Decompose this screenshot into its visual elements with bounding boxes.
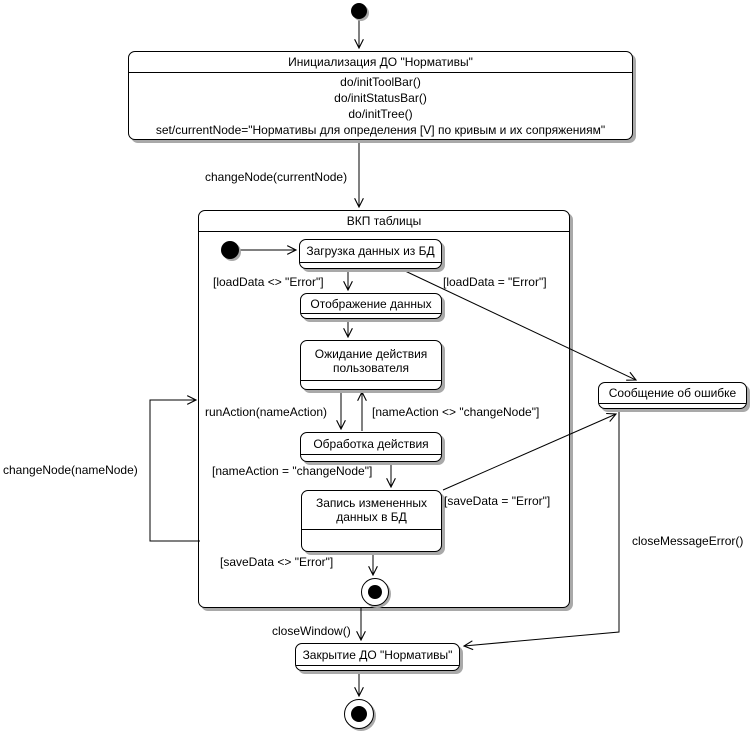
transition-label-save-error: [saveData = "Error"] — [444, 494, 551, 508]
init-activity-line: do/initTree() — [348, 107, 413, 121]
state-display-data: Отображение данных — [300, 293, 442, 319]
state-compartment — [296, 665, 459, 670]
state-wait-user-label: Ожидание действия пользователя — [314, 346, 428, 375]
transition-label-run-action: runAction(nameAction) — [205, 405, 328, 419]
state-compartment — [302, 529, 441, 551]
state-init-actions: do/initToolBar() do/initStatusBar() do/i… — [129, 73, 632, 139]
final-state-icon — [344, 699, 374, 729]
transition-label-save-ok: [saveData <> "Error"] — [220, 555, 334, 569]
init-activity-line: set/currentNode="Нормативы для определен… — [155, 123, 606, 137]
state-process-action-label: Обработка действия — [313, 436, 429, 451]
state-load-data-label: Загрузка данных из БД — [306, 244, 435, 258]
init-activity-line: do/initToolBar() — [340, 75, 421, 89]
initial-state-icon — [351, 3, 367, 19]
transition-label-name-action-not-change: [nameAction <> "changeNode"] — [372, 405, 540, 419]
state-wait-user: Ожидание действия пользователя — [300, 340, 442, 390]
state-vkp-title: ВКП таблицы — [199, 211, 569, 232]
transition-label-name-action-change: [nameAction = "changeNode"] — [212, 464, 373, 478]
transition-label-change-node-current: changeNode(currentNode) — [205, 170, 348, 184]
final-state-core — [351, 706, 367, 722]
transition-label-load-error: [loadData = "Error"] — [443, 275, 547, 289]
state-load-data: Загрузка данных из БД — [299, 239, 442, 269]
state-error-message-label: Сообщение об ошибке — [608, 386, 737, 400]
state-compartment — [301, 454, 441, 461]
state-compartment — [300, 262, 441, 268]
transition-label-change-node-name: changeNode(nameNode) — [3, 463, 138, 477]
state-error-message: Сообщение об ошибке — [598, 382, 747, 409]
state-close: Закрытие ДО "Нормативы" — [295, 643, 460, 671]
state-compartment — [301, 380, 441, 389]
state-init-title: Инициализация ДО "Нормативы" — [129, 52, 632, 73]
state-init: Инициализация ДО "Нормативы" do/initTool… — [128, 51, 633, 140]
state-close-label: Закрытие ДО "Нормативы" — [302, 647, 453, 662]
init-activity-line: do/initStatusBar() — [334, 91, 427, 105]
state-process-action: Обработка действия — [300, 432, 442, 462]
inner-final-state-icon — [361, 578, 389, 606]
transition-label-close-window: closeWindow() — [272, 624, 351, 638]
inner-initial-state-icon — [221, 241, 239, 259]
inner-final-state-core — [368, 585, 382, 599]
state-save-data: Запись измененных данных в БД — [301, 490, 442, 552]
state-display-data-label: Отображение данных — [310, 296, 432, 311]
transition-label-close-message-error: closeMessageError() — [632, 534, 744, 548]
state-compartment — [599, 403, 746, 408]
state-compartment — [301, 313, 441, 318]
transition-vkp-self-loop — [149, 400, 200, 542]
state-save-data-label: Запись измененных данных в БД — [315, 496, 428, 524]
transition-label-load-ok: [loadData <> "Error"] — [213, 275, 324, 289]
